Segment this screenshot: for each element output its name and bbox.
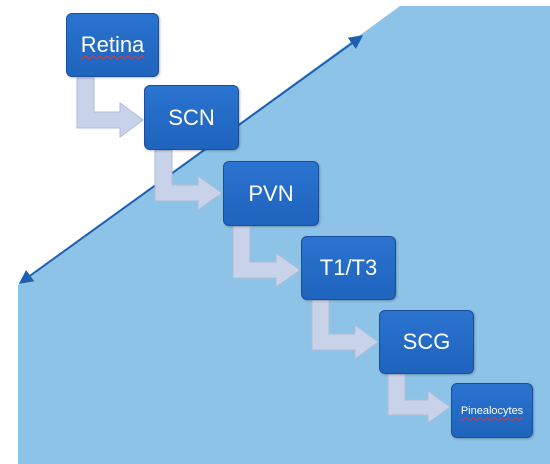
diagonal-arrow	[18, 35, 364, 284]
step-pinealocytes: Pinealocytes	[451, 383, 533, 438]
step-label-pinealocytes: Pinealocytes	[460, 404, 524, 417]
connector-pvn-t1t3	[232, 225, 301, 288]
connector-scg-pinealocytes	[387, 373, 451, 424]
step-pvn: PVN	[223, 161, 319, 226]
step-label-retina: Retina	[80, 32, 145, 57]
connector-t1t3-scg	[311, 299, 379, 360]
step-t1t3: T1/T3	[301, 236, 396, 300]
step-label-pvn: PVN	[248, 180, 294, 206]
connector-retina-scn	[76, 77, 144, 138]
step-label-scg: SCG	[402, 329, 451, 354]
step-label-t1t3: T1/T3	[319, 255, 378, 280]
connector-scn-pvn	[154, 149, 223, 211]
step-scg: SCG	[379, 310, 474, 374]
step-label-scn: SCN	[168, 104, 215, 130]
step-retina: Retina	[66, 13, 159, 77]
step-scn: SCN	[144, 85, 239, 150]
